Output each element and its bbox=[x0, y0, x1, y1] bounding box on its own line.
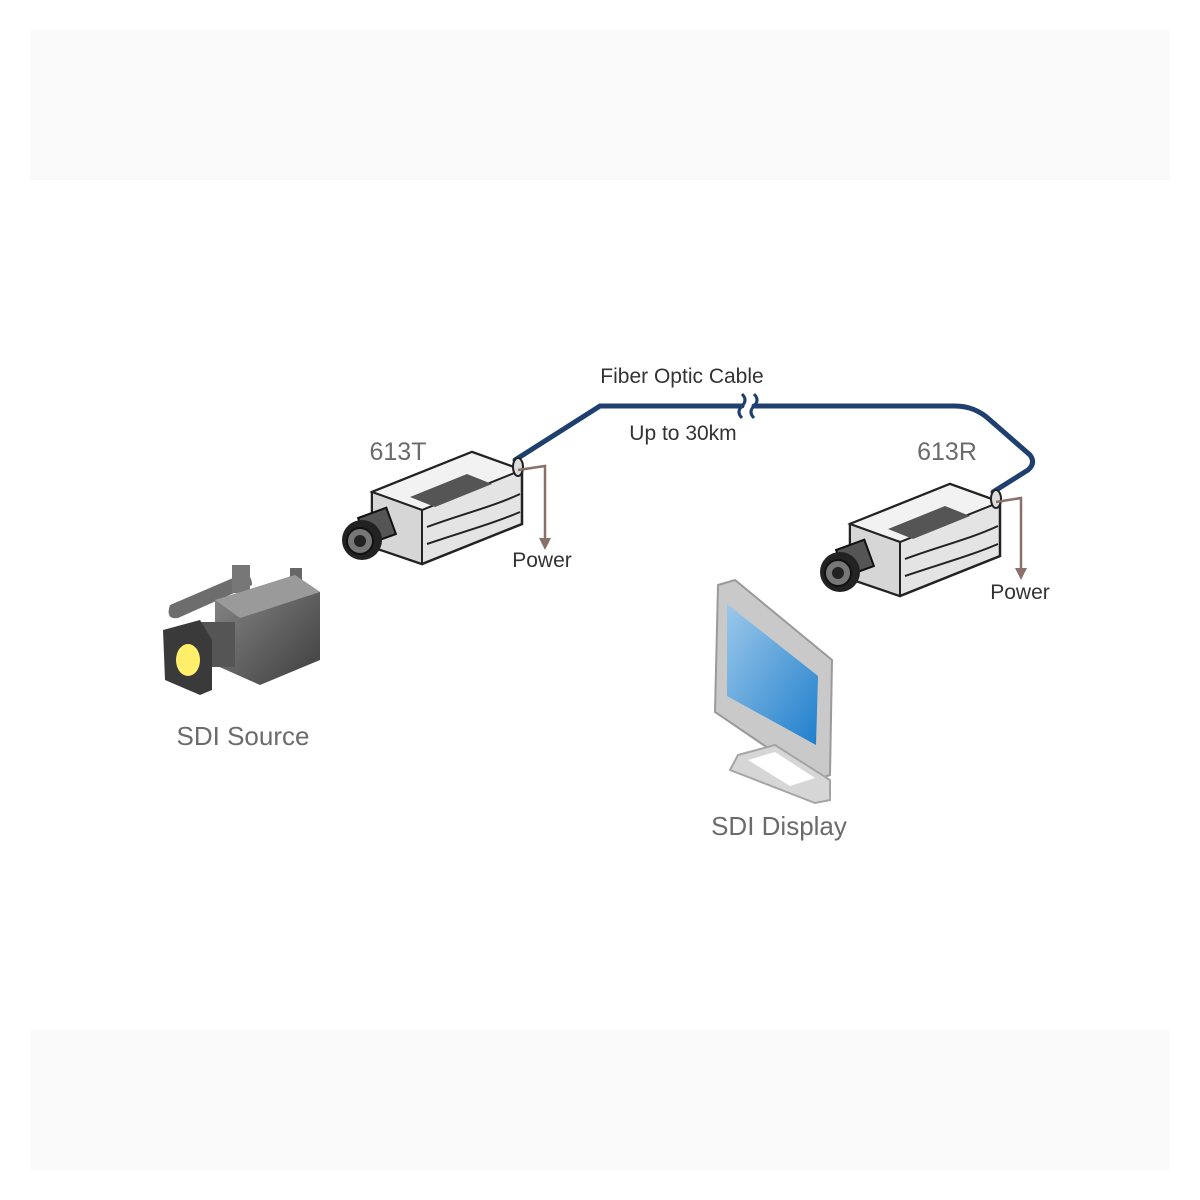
sdi-source-label: SDI Source bbox=[177, 721, 310, 751]
video-camera-icon bbox=[163, 565, 320, 695]
cable-distance-label: Up to 30km bbox=[629, 422, 736, 445]
fiber-optic-cable bbox=[512, 403, 1036, 495]
top-background-band bbox=[30, 30, 1170, 180]
monitor-icon bbox=[713, 578, 834, 805]
power-arrow-rx bbox=[995, 496, 1023, 570]
receiver-label: 613R bbox=[917, 438, 977, 466]
power-rx-label: Power bbox=[990, 581, 1050, 604]
cable-title-label: Fiber Optic Cable bbox=[600, 365, 763, 388]
power-tx-label: Power bbox=[512, 549, 572, 572]
bottom-background-band bbox=[30, 1030, 1170, 1170]
receiver-613r-device bbox=[818, 482, 1003, 598]
transmitter-label: 613T bbox=[370, 438, 427, 466]
cable-break-icon bbox=[737, 392, 759, 420]
sdi-display-label: SDI Display bbox=[711, 811, 847, 841]
transmitter-613t-device bbox=[340, 450, 525, 566]
power-arrow-tx bbox=[517, 464, 547, 540]
